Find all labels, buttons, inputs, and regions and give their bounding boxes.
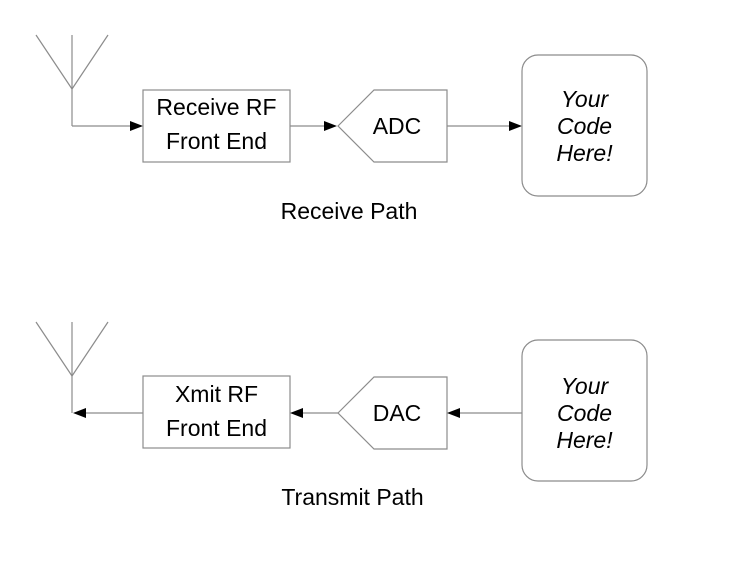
connector-frontend-to-adc — [290, 121, 337, 131]
transmit-code-box — [521, 339, 648, 482]
antenna-left-arm — [35, 34, 73, 90]
antenna-right-arm — [71, 321, 109, 377]
arrowhead-right-icon — [130, 121, 143, 131]
receive-code-label-line1: Your — [561, 86, 610, 112]
connector-adc-to-code — [447, 121, 522, 131]
transmit-frontend-box — [142, 375, 291, 449]
arrowhead-left-icon — [447, 408, 460, 418]
antenna-icon — [35, 321, 109, 413]
receive-path-group: Receive RF Front End ADC Your — [35, 34, 648, 224]
dac-label: DAC — [373, 400, 422, 426]
connector-antenna-to-frontend — [72, 121, 143, 131]
connector-code-to-dac — [447, 408, 522, 418]
receive-frontend-block: Receive RF Front End — [142, 89, 291, 163]
arrowhead-right-icon — [509, 121, 522, 131]
arrowhead-right-icon — [324, 121, 337, 131]
transmit-code-label-line1: Your — [561, 373, 610, 399]
antenna-icon — [35, 34, 109, 126]
receive-frontend-label-line1: Receive RF — [156, 94, 276, 120]
dac-block: DAC — [337, 376, 448, 450]
receive-code-box — [521, 54, 648, 197]
transmit-path-group: Xmit RF Front End DAC Your — [35, 321, 648, 510]
receive-code-block: Your Code Here! — [521, 54, 648, 197]
arrowhead-left-icon — [290, 408, 303, 418]
transmit-frontend-label-line2: Front End — [166, 415, 267, 441]
antenna-left-arm — [35, 321, 73, 377]
adc-block: ADC — [337, 89, 448, 163]
connector-frontend-to-antenna — [73, 408, 143, 418]
antenna-right-arm — [71, 34, 109, 90]
transmit-code-label-line2: Code — [557, 400, 612, 426]
transmit-code-block: Your Code Here! — [521, 339, 648, 482]
adc-label: ADC — [373, 113, 422, 139]
receive-frontend-label-line2: Front End — [166, 128, 267, 154]
transmit-frontend-block: Xmit RF Front End — [142, 375, 291, 449]
receive-code-label-line3: Here! — [556, 140, 613, 166]
receive-frontend-box — [142, 89, 291, 163]
transmit-path-caption: Transmit Path — [281, 484, 423, 510]
connector-dac-to-frontend — [290, 408, 338, 418]
transmit-frontend-label-line1: Xmit RF — [175, 381, 258, 407]
receive-path-caption: Receive Path — [281, 198, 418, 224]
receive-code-label-line2: Code — [557, 113, 612, 139]
transmit-code-label-line3: Here! — [556, 427, 613, 453]
arrowhead-left-icon — [73, 408, 86, 418]
